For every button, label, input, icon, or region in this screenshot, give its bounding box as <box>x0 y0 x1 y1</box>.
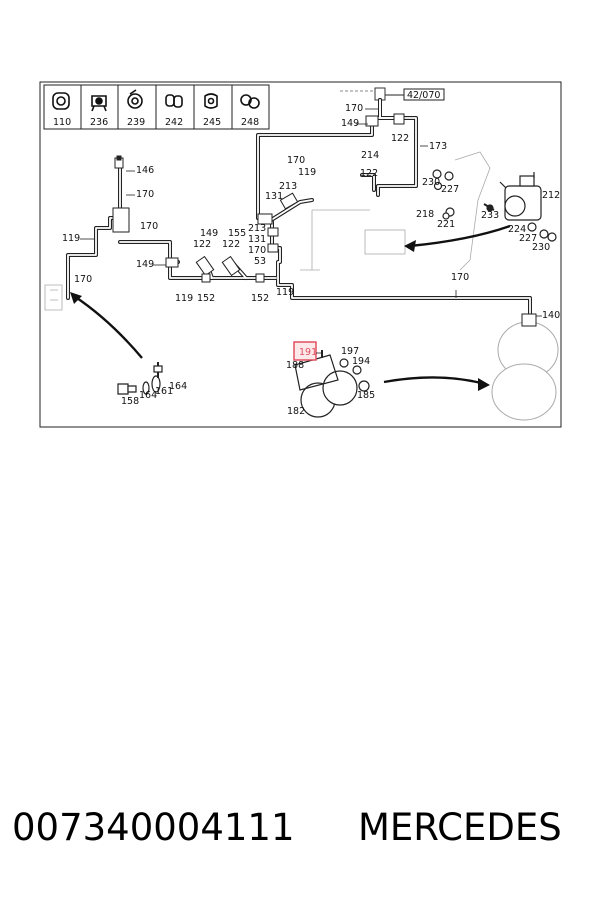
callout-170[interactable]: 170 <box>136 189 155 200</box>
callout-221[interactable]: 221 <box>437 219 456 230</box>
callout-213[interactable]: 213 <box>248 223 267 234</box>
callout-188[interactable]: 188 <box>286 360 305 371</box>
legend-label-242: 242 <box>165 117 183 128</box>
part-caption: 007340004111 MERCEDES <box>0 806 600 856</box>
diagram-border <box>39 81 562 428</box>
context-outlines <box>44 151 491 311</box>
callout-119[interactable]: 119 <box>62 233 81 244</box>
ring-clamp-icon <box>127 89 143 109</box>
callout-164[interactable]: 164 <box>139 390 158 401</box>
callout-146[interactable]: 146 <box>136 165 155 176</box>
callout-119[interactable]: 119 <box>298 167 317 178</box>
callout-164[interactable]: 164 <box>169 381 188 392</box>
callout-152[interactable]: 152 <box>251 293 270 304</box>
callout-122[interactable]: 122 <box>193 239 212 250</box>
component-fittings <box>112 113 405 283</box>
legend-label-239: 239 <box>127 117 145 128</box>
hose-clip-icon <box>204 93 218 109</box>
callout-131[interactable]: 131 <box>248 234 267 245</box>
clip-icon <box>91 95 107 112</box>
callout-191[interactable]: 191 <box>299 347 318 358</box>
callout-230[interactable]: 230 <box>532 242 551 253</box>
callout-227[interactable]: 227 <box>441 184 460 195</box>
reservoir-tank <box>491 313 559 421</box>
legend-label-245: 245 <box>203 117 221 128</box>
callout-158[interactable]: 158 <box>121 396 140 407</box>
callout-213[interactable]: 213 <box>279 181 298 192</box>
accumulator-assembly <box>294 350 370 418</box>
leader-lines <box>80 108 542 354</box>
legend-label-236: 236 <box>90 117 108 128</box>
callout-218[interactable]: 218 <box>416 209 435 220</box>
callout-185[interactable]: 185 <box>357 390 376 401</box>
reference-box: 42/070 <box>340 87 445 101</box>
direction-arrows <box>73 224 511 386</box>
callout-173[interactable]: 173 <box>429 141 448 152</box>
twin-clamp-icon <box>240 94 260 109</box>
legend-label-110: 110 <box>53 117 71 128</box>
callout-224[interactable]: 224 <box>508 224 527 235</box>
callout-122[interactable]: 122 <box>222 239 241 250</box>
highlight-marker <box>293 341 317 361</box>
part-number: 007340004111 <box>12 806 295 849</box>
callout-53[interactable]: 53 <box>254 256 267 267</box>
callout-122[interactable]: 122 <box>360 168 379 179</box>
callout-152[interactable]: 152 <box>197 293 216 304</box>
reference-label: 42/070 <box>407 90 440 101</box>
fitting-parts <box>117 362 163 395</box>
callout-149[interactable]: 149 <box>136 259 155 270</box>
callout-212[interactable]: 212 <box>542 190 561 201</box>
callout-layer: 170 149 122 173 214 170 119 213 131 122 … <box>0 0 600 430</box>
callout-149[interactable]: 149 <box>200 228 219 239</box>
callout-170[interactable]: 170 <box>140 221 159 232</box>
callout-170[interactable]: 170 <box>345 103 364 114</box>
callout-170[interactable]: 170 <box>248 245 267 256</box>
callout-227[interactable]: 227 <box>519 233 538 244</box>
callout-170[interactable]: 170 <box>287 155 306 166</box>
callout-197[interactable]: 197 <box>341 346 360 357</box>
parts-legend: 110 236 239 242 245 248 <box>43 84 270 130</box>
callout-119[interactable]: 119 <box>175 293 194 304</box>
callout-122[interactable]: 122 <box>391 133 410 144</box>
brand-name: MERCEDES <box>358 806 562 849</box>
callout-230[interactable]: 230 <box>422 177 441 188</box>
legend-label-248: 248 <box>241 117 259 128</box>
callout-155[interactable]: 155 <box>228 228 247 239</box>
double-clip-icon <box>165 94 183 108</box>
callout-214[interactable]: 214 <box>361 150 380 161</box>
callout-140[interactable]: 140 <box>542 310 561 321</box>
arrow-heads <box>70 240 490 391</box>
pump-assembly <box>432 169 557 242</box>
grommet-icon <box>52 92 70 110</box>
callout-131[interactable]: 131 <box>265 191 284 202</box>
callout-149[interactable]: 149 <box>341 118 360 129</box>
callout-194[interactable]: 194 <box>352 356 371 367</box>
callout-170[interactable]: 170 <box>451 272 470 283</box>
callout-119[interactable]: 119 <box>276 287 295 298</box>
callout-182[interactable]: 182 <box>287 406 306 417</box>
callout-170[interactable]: 170 <box>74 274 93 285</box>
callout-233[interactable]: 233 <box>481 210 500 221</box>
callout-161[interactable]: 161 <box>155 386 174 397</box>
